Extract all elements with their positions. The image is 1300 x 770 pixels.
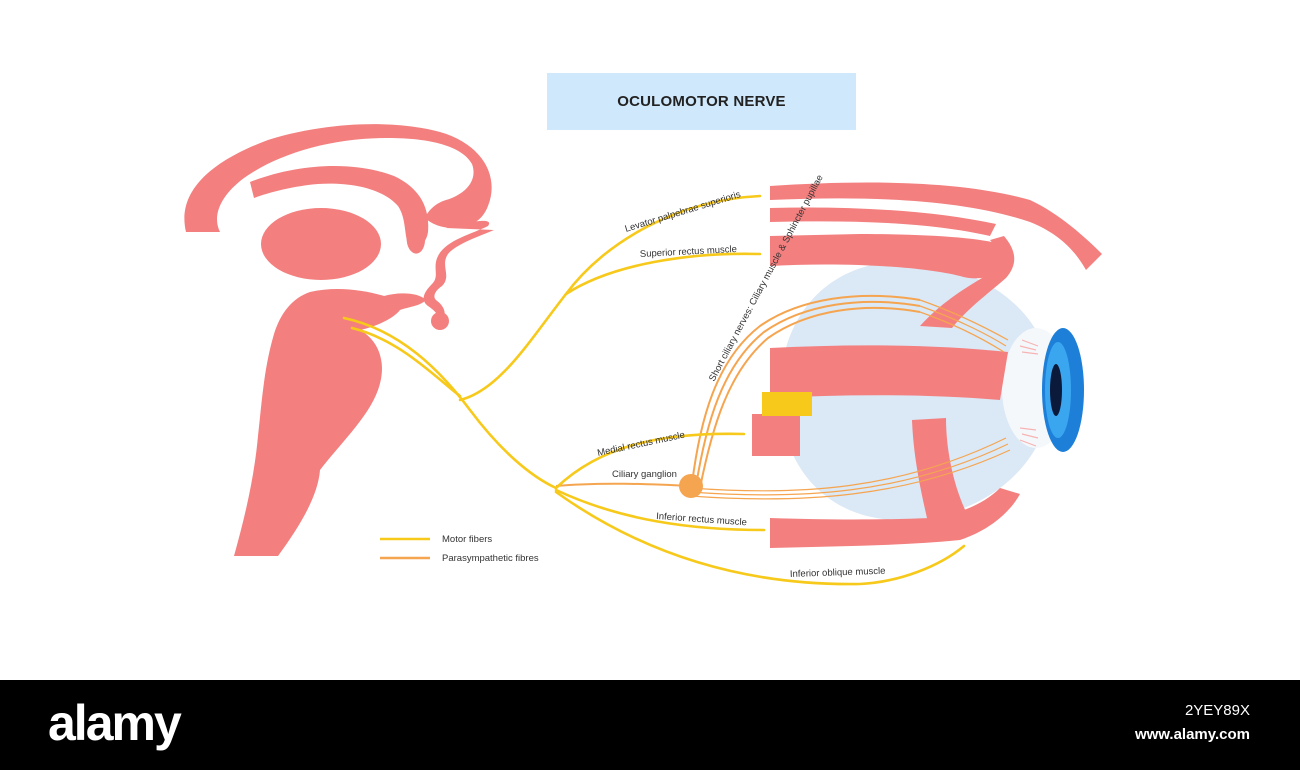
- thalamus: [261, 208, 381, 280]
- inferior-rectus-muscle: [770, 488, 1020, 548]
- short-ciliary-nerve-2: [695, 300, 921, 487]
- superior-rectus-muscle: [770, 234, 1008, 279]
- branch-inferior-oblique: [554, 490, 966, 586]
- inferior-oblique-muscle: [912, 418, 971, 542]
- levator-palpebrae-muscle: [770, 182, 1102, 270]
- superior-oblique-muscle: [920, 236, 1015, 328]
- motor-fibers: [342, 194, 966, 586]
- mammillary-body-2: [387, 301, 397, 311]
- parasympathetic-fibres: [555, 294, 921, 489]
- brain-illustration: [184, 124, 494, 556]
- label-superior-rectus: Superior rectus muscle: [640, 244, 738, 260]
- branch-superior-rectus: [564, 252, 762, 296]
- ciliary-fringe: [1019, 339, 1039, 447]
- footer-bar: alamy 2YEY89X www.alamy.com: [0, 680, 1300, 770]
- label-inferior-rectus: Inferior rectus muscle: [656, 511, 747, 528]
- medial-rectus-muscle: [752, 414, 800, 456]
- footer-logo: alamy: [48, 695, 182, 751]
- title-box: OCULOMOTOR NERVE: [547, 73, 856, 130]
- label-inferior-oblique: Inferior oblique muscle: [790, 566, 886, 580]
- oculomotor-diagram: Levator palpebrae superioris Superior re…: [184, 124, 1102, 586]
- label-levator: Levator palpebrae superioris: [624, 189, 743, 235]
- levator-lower-strap: [770, 207, 996, 236]
- legend-parasympathetic-label: Parasympathetic fibres: [442, 553, 539, 564]
- pituitary-gland: [431, 312, 449, 330]
- label-medial-rectus: Medial rectus muscle: [596, 430, 686, 459]
- lateral-rectus-muscle: [770, 345, 1008, 400]
- short-ciliary-nerve-3: [699, 306, 921, 489]
- ciliary-ganglion-node: [679, 474, 703, 498]
- footer-image-id: 2YEY89X: [1184, 702, 1250, 719]
- branch-superior: [458, 194, 762, 402]
- short-ciliary-nerves-in-eye: [689, 299, 1011, 500]
- branch-inferior-rectus: [554, 488, 766, 532]
- ganglion-root: [555, 482, 691, 487]
- eye-illustration: [689, 182, 1102, 548]
- legend: Motor fibers Parasympathetic fibres: [380, 534, 539, 564]
- oculomotor-trunk-2: [350, 326, 462, 398]
- oculomotor-trunk: [342, 316, 558, 490]
- fornix: [250, 165, 429, 248]
- pituitary-stalk: [423, 220, 494, 318]
- brainstem: [234, 289, 426, 556]
- footer-url: www.alamy.com: [1134, 726, 1250, 743]
- legend-motor-label: Motor fibers: [442, 534, 492, 545]
- label-ciliary-ganglion: Ciliary ganglion: [612, 469, 677, 480]
- pupil: [1050, 364, 1062, 416]
- mammillary-body-1: [370, 296, 382, 308]
- branch-medial-rectus: [554, 432, 746, 490]
- short-ciliary-nerve-1: [691, 294, 921, 485]
- nerve-root-tab: [762, 392, 812, 416]
- page-title: OCULOMOTOR NERVE: [617, 93, 786, 110]
